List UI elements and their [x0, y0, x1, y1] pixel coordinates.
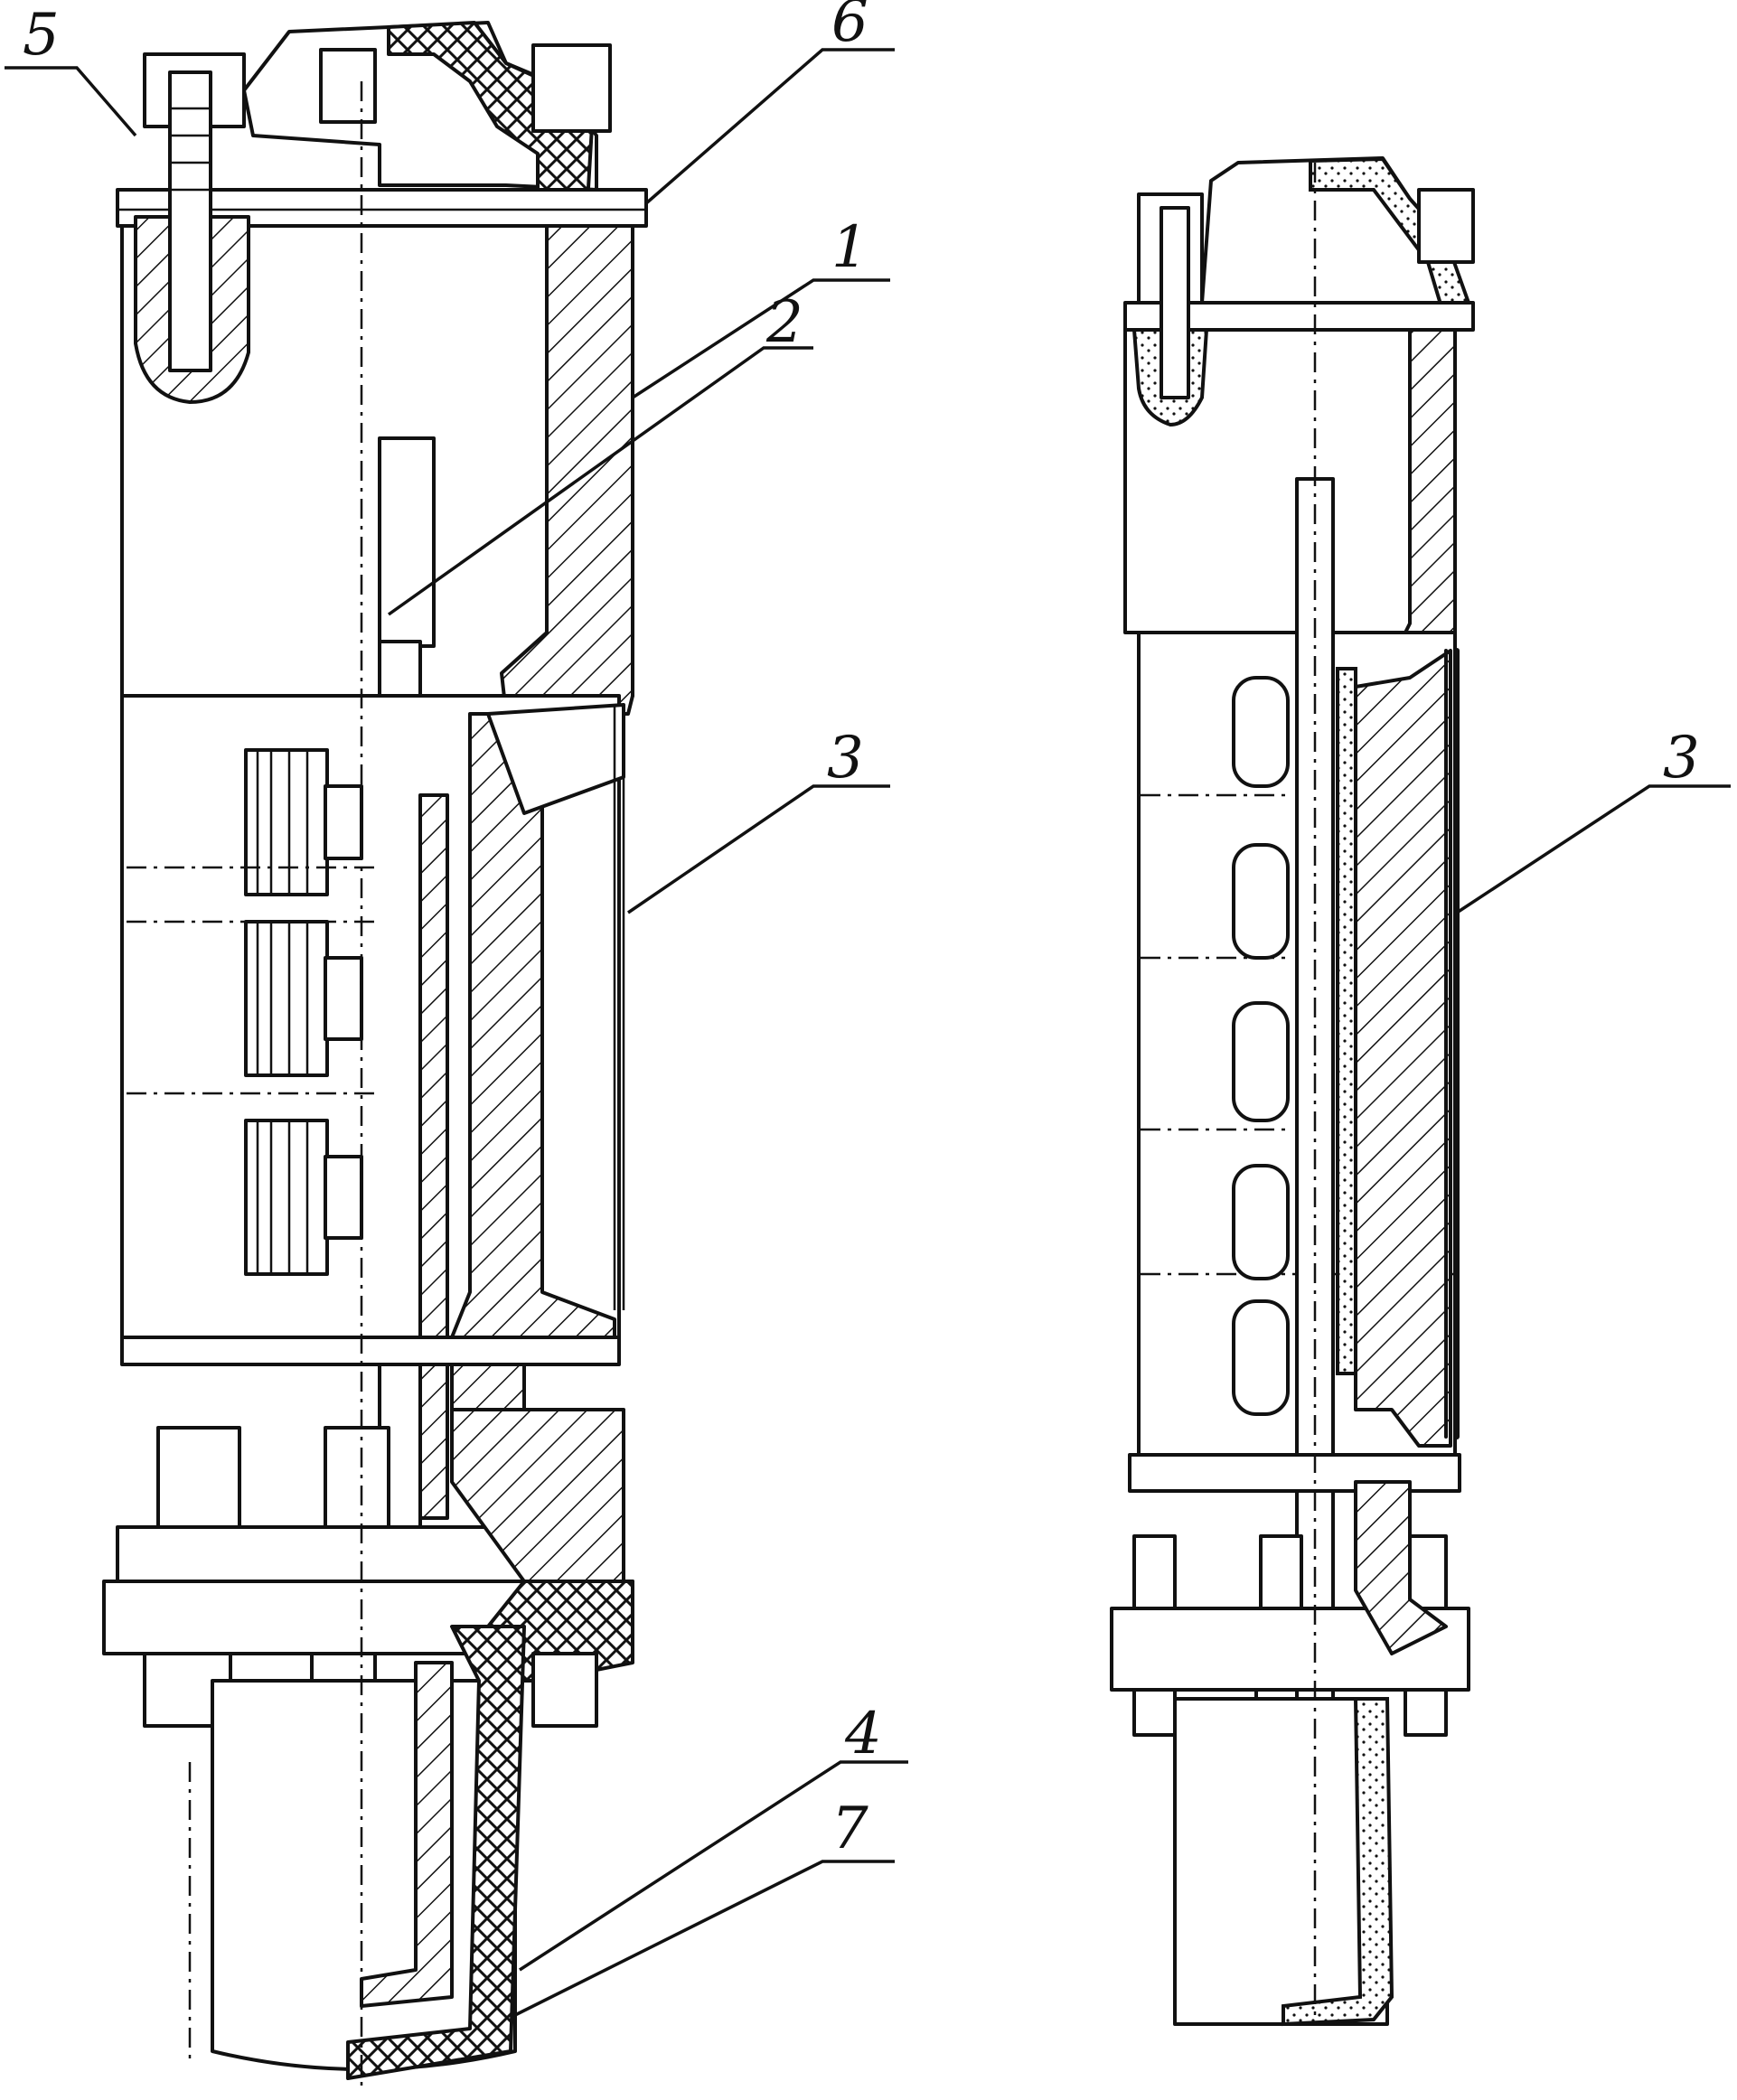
callout-3-right: 3 — [1663, 725, 1700, 792]
callout-1: 1 — [831, 214, 868, 281]
left-shaft — [378, 436, 436, 648]
callout-7: 7 — [831, 1795, 868, 1862]
right-inner-sleeve — [1336, 667, 1357, 1375]
ring-stack-3 — [244, 1119, 363, 1276]
left-inner-sleeve — [418, 793, 449, 1520]
right-bottom-nut-1 — [1132, 1688, 1177, 1737]
right-bottom-nut-3 — [1404, 1688, 1448, 1737]
bottom-nut-3 — [531, 1652, 598, 1728]
right-bottom-cup-wall — [1282, 1697, 1394, 2027]
right-top-nut-right — [1417, 188, 1475, 264]
callout-5: 5 — [23, 2, 60, 69]
right-lower-nut-1 — [1132, 1534, 1177, 1610]
callout-3-left: 3 — [827, 725, 864, 792]
right-lower-wedge — [1354, 1480, 1448, 1655]
ring-stack-2 — [244, 920, 363, 1077]
callout-4: 4 — [844, 1701, 882, 1767]
right-slot-3 — [1232, 1001, 1290, 1122]
right-lower-nut-2 — [1259, 1534, 1303, 1610]
left-assembly — [102, 21, 648, 2087]
right-slot-1 — [1232, 676, 1290, 788]
right-bottom-cup — [1173, 1697, 1389, 2026]
bottom-cup-wall — [346, 1625, 526, 2080]
callout-6: 6 — [831, 0, 868, 55]
right-slot-4 — [1232, 1164, 1290, 1280]
right-leaders — [1456, 784, 1731, 914]
top-nut-right — [531, 43, 612, 133]
right-middle-wall — [1354, 649, 1452, 1448]
lower-flange-nut-2 — [324, 1426, 390, 1529]
callout-2: 2 — [765, 289, 803, 356]
right-assembly — [1110, 156, 1475, 2027]
right-slot-2 — [1232, 843, 1290, 960]
right-slot-5 — [1232, 1299, 1290, 1416]
top-nut-center — [319, 48, 377, 124]
lower-flange-nut-1 — [156, 1426, 241, 1529]
left-bolt — [168, 70, 212, 372]
left-leaders — [5, 48, 908, 2017]
